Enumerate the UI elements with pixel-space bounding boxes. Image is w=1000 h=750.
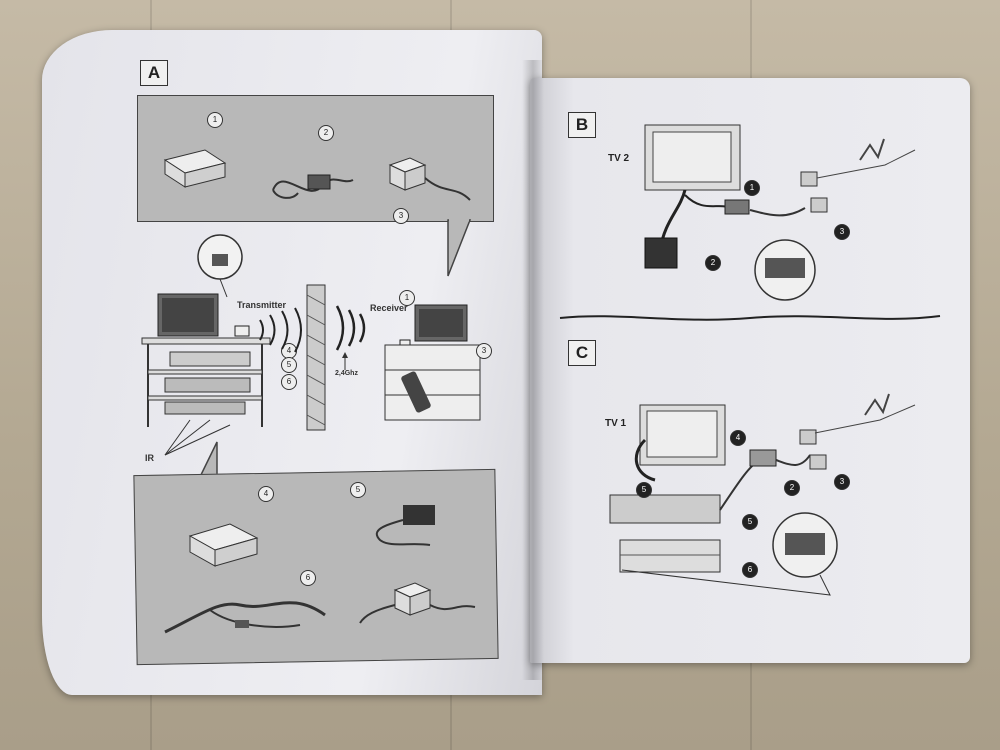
tv-2-callout-2: 2 xyxy=(705,255,721,271)
right-tv-dresser-icon xyxy=(384,304,481,421)
callout-5-b: 5 xyxy=(350,482,366,498)
transmitter-label: Transmitter xyxy=(237,300,287,310)
receiver-label: Receiver xyxy=(370,303,408,313)
tv-2-callout-3: 3 xyxy=(834,224,850,240)
callout-3-receiver: 3 xyxy=(476,343,492,359)
booklet-spine-shadow xyxy=(522,60,544,680)
frequency-arrow-icon xyxy=(342,352,348,370)
callout-1: 1 xyxy=(207,112,223,128)
power-adapter-icon xyxy=(388,157,471,201)
section-divider-line xyxy=(559,315,941,321)
ir-label: IR xyxy=(145,453,154,463)
tv-1-callout-4: 4 xyxy=(730,430,746,446)
tv-1-callout-2: 2 xyxy=(784,480,800,496)
ir-signal-lines xyxy=(164,419,231,456)
tv-2-label: TV 2 xyxy=(608,153,630,164)
tv-1-diagram xyxy=(609,393,916,596)
receive-waves-icon xyxy=(335,305,366,351)
callout-6-a: 6 xyxy=(281,374,297,390)
tv-1-callout-3: 3 xyxy=(834,474,850,490)
callout-1-receiver: 1 xyxy=(399,290,415,306)
tv-1-callout-6: 6 xyxy=(742,562,758,578)
top-panel-callout-tail xyxy=(447,218,472,277)
callout-2: 2 xyxy=(318,125,334,141)
callout-3: 3 xyxy=(393,208,409,224)
wall-icon xyxy=(306,284,326,431)
transmitter-box-icon xyxy=(163,149,227,188)
tv-1-label: TV 1 xyxy=(605,418,627,429)
ir-extender-cable-icon xyxy=(375,505,435,546)
left-tv-cabinet-icon xyxy=(141,293,271,427)
ir-eye-magnifier-icon xyxy=(197,234,243,298)
callout-6-b: 6 xyxy=(300,570,316,586)
tv-2-diagram xyxy=(644,124,916,301)
callout-5-a: 5 xyxy=(281,357,297,373)
section-label-b: B xyxy=(568,112,596,138)
section-label-c: C xyxy=(568,340,596,366)
callout-4-b: 4 xyxy=(258,486,274,502)
tv-1-callout-5: 5 xyxy=(742,514,758,530)
frequency-label: 2,4Ghz xyxy=(335,370,358,377)
tv-2-callout-1: 1 xyxy=(744,180,760,196)
power-adapter-2-icon xyxy=(359,582,476,624)
receiver-box-icon xyxy=(188,523,259,567)
coax-cable-icon xyxy=(164,601,326,634)
scart-cable-icon xyxy=(272,174,354,199)
tv-1-callout-5-left: 5 xyxy=(636,482,652,498)
section-label-a: A xyxy=(140,60,168,86)
transmit-waves-icon xyxy=(259,307,302,353)
